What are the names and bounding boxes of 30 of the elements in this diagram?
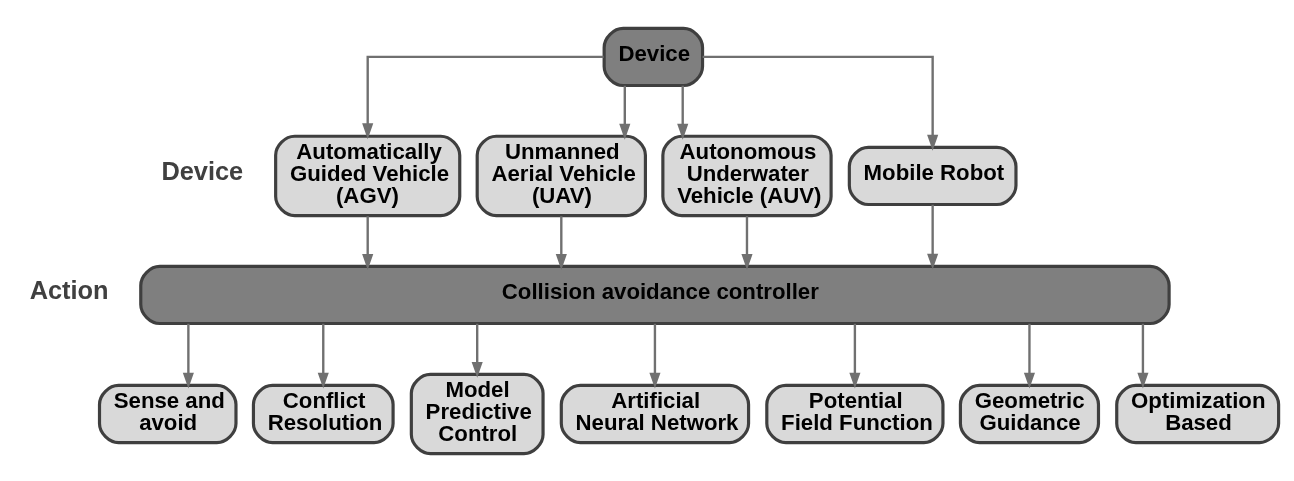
- arrow: [649, 323, 661, 389]
- arrow: [362, 55, 604, 139]
- arrow: [619, 85, 631, 140]
- node-box: Optimization Based: [1115, 383, 1281, 444]
- arrow: [471, 323, 483, 378]
- node-box: Geometric Guidance: [958, 383, 1101, 444]
- node-box: Device: [602, 26, 705, 87]
- label: Action: [29, 275, 109, 304]
- arrow: [317, 323, 329, 389]
- arrow: [1023, 323, 1035, 389]
- arrow: [182, 323, 194, 389]
- node-box: Sense and avoid: [97, 383, 238, 444]
- arrow: [1137, 323, 1149, 389]
- arrow: [362, 215, 374, 270]
- arrow: [555, 215, 567, 270]
- arrow: [849, 323, 861, 389]
- node-box: Artificial Neural Network: [559, 383, 751, 444]
- node-box: Conflict Resolution: [251, 383, 395, 444]
- node-box: Automatically Guided Vehicle (AGV): [274, 134, 462, 217]
- node-box: Model Predictive Control: [409, 372, 545, 455]
- arrow: [741, 215, 753, 270]
- node-box: Mobile Robot: [847, 145, 1018, 206]
- node-box: Autonomous Underwater Vehicle (AUV): [661, 134, 833, 217]
- arrow: [927, 204, 939, 270]
- node-box: Potential Field Function: [765, 383, 945, 444]
- node-box: Collision avoidance controller: [139, 264, 1171, 325]
- arrow: [702, 55, 939, 151]
- node-box: Unmanned Aerial Vehicle (UAV): [475, 134, 647, 217]
- label: Device: [161, 156, 244, 185]
- arrow: [677, 85, 689, 140]
